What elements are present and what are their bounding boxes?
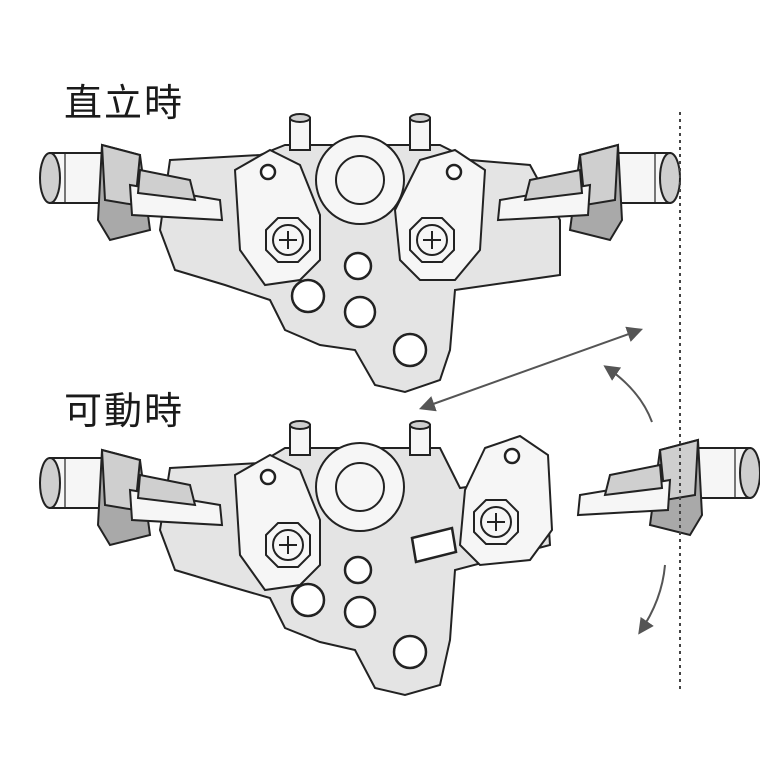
screw-right	[473, 499, 519, 545]
assembly-upright	[39, 113, 681, 394]
label-upright: 直立時	[64, 81, 185, 125]
double-arrow-displacement	[418, 326, 644, 412]
screw-left	[265, 522, 311, 568]
screw-left	[265, 217, 311, 263]
screw-right	[409, 217, 455, 263]
label-movable: 可動時	[64, 389, 185, 433]
arrow-rotate-up	[603, 365, 653, 423]
arrow-rotate-down	[638, 564, 666, 635]
arm-right-movable	[577, 439, 760, 536]
assembly-movable	[39, 420, 760, 697]
slot	[410, 526, 458, 564]
